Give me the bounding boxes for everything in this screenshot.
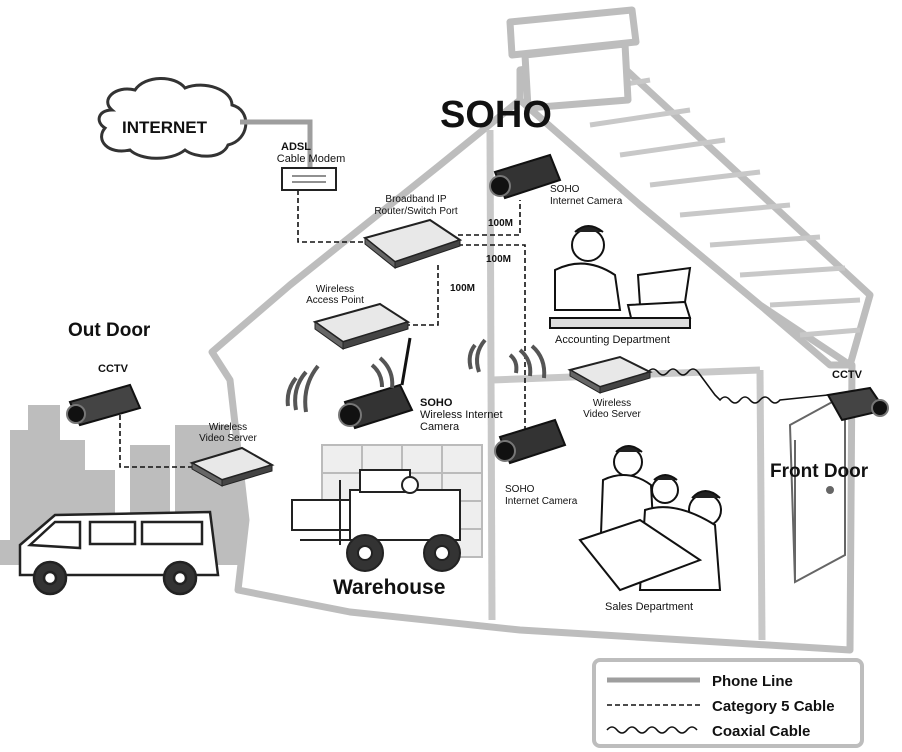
router-label-2: Router/Switch Port (374, 206, 458, 217)
cctv-camera-right (826, 386, 889, 422)
soho-cam-mid-label-2: Internet Camera (505, 496, 578, 507)
van-illustration (18, 510, 220, 596)
front-door (788, 393, 846, 584)
wireless-video-server-left (189, 446, 275, 487)
diagram-title: SOHO (440, 94, 552, 136)
speed-label-a: 100M (488, 218, 513, 229)
sales-people-illustration (578, 445, 722, 592)
cctv-left-label: CCTV (98, 363, 129, 375)
access-point-label-2: Access Point (306, 295, 364, 306)
wireless-cam-label-1: SOHO (420, 397, 453, 409)
legend-coax-label: Coaxial Cable (712, 723, 810, 740)
legend-cat5-label: Category 5 Cable (712, 698, 835, 715)
frontdoor-label: Front Door (770, 461, 869, 482)
broadband-router (362, 218, 463, 270)
coax-line (647, 368, 829, 404)
speed-label-b: 100M (486, 254, 511, 265)
legend-coax-swatch (606, 726, 698, 734)
cat5-lines (119, 190, 526, 468)
cctv-camera-left (66, 383, 142, 427)
adsl-label-1: ADSL (281, 141, 311, 153)
soho-cam-top-label-2: Internet Camera (550, 196, 623, 207)
outdoor-label: Out Door (68, 320, 151, 341)
accounting-label: Accounting Department (555, 334, 670, 346)
soho-wireless-camera (338, 337, 414, 430)
wireless-cam-label-3: Camera (420, 421, 460, 433)
soho-internet-camera-top (489, 153, 562, 200)
router-label-1: Broadband IP (385, 194, 446, 205)
speed-label-c: 100M (450, 283, 475, 294)
wireless-signal-waves (285, 338, 547, 413)
wireless-access-point (312, 302, 411, 350)
wireless-vs-left-label-1: Wireless (209, 422, 247, 433)
adsl-label-2: Cable Modem (277, 153, 345, 165)
legend: Phone Line Category 5 Cable Coaxial Cabl… (592, 658, 864, 748)
soho-internet-camera-mid (494, 418, 567, 465)
internet-label: INTERNET (122, 118, 208, 137)
legend-phone-label: Phone Line (712, 673, 793, 690)
access-point-label-1: Wireless (316, 284, 354, 295)
accounting-people-illustration (549, 225, 692, 329)
adsl-modem (281, 167, 337, 191)
cctv-right-label: CCTV (832, 369, 863, 381)
soho-cam-mid-label-1: SOHO (505, 484, 535, 495)
wireless-vs-right-label-1: Wireless (593, 398, 631, 409)
chimney (506, 6, 640, 112)
phone-line (240, 119, 313, 168)
connections (119, 119, 829, 468)
forklift-illustration (291, 469, 461, 572)
wireless-cam-label-2: Wireless Internet (420, 409, 503, 421)
wireless-vs-right-label-2: Video Server (583, 409, 641, 420)
soho-cam-top-label-1: SOHO (550, 184, 580, 195)
sales-label: Sales Department (605, 601, 693, 613)
labels: SOHO INTERNET ADSL Cable Modem Broadband… (68, 94, 869, 613)
warehouse-label: Warehouse (333, 576, 445, 599)
roof (516, 51, 874, 369)
internet-cloud (97, 77, 248, 160)
wireless-vs-left-label-2: Video Server (199, 433, 257, 444)
wireless-video-server-right (567, 355, 653, 394)
